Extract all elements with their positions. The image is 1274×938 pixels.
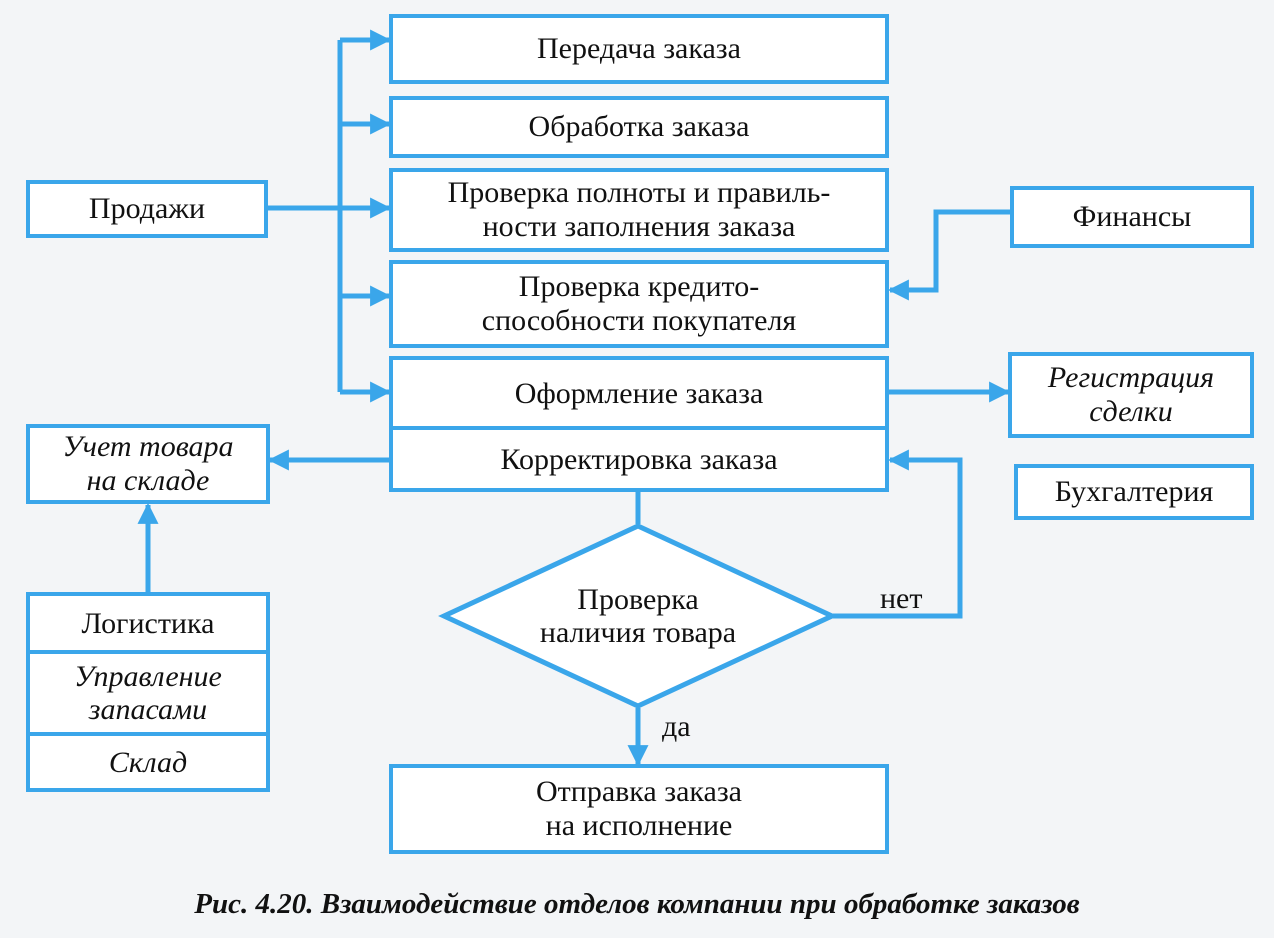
box-proverka-polnoty-line-1: Проверка полноты и правиль- — [447, 176, 831, 210]
decision-label-line-2: наличия товара — [539, 616, 737, 649]
cell-korrektirovka-label: Корректировка заказа — [500, 442, 778, 476]
decision-label-line-1: Проверка — [577, 583, 699, 616]
cell-upravlenie-zapasami: Управление запасами — [30, 654, 266, 736]
box-prodazhi-label: Продажи — [88, 192, 206, 226]
cell-korrektirovka-zakaza: Корректировка заказа — [393, 430, 885, 488]
box-proverka-kreditosposobnosti: Проверка кредито- способности покупателя — [389, 260, 889, 348]
box-obrabotka-zakaza: Обработка заказа — [389, 96, 889, 158]
decision-no-label: нет — [880, 582, 923, 615]
box-prodazhi: Продажи — [26, 180, 268, 238]
box-otpravka-zakaza: Отправка заказа на исполнение — [389, 764, 889, 854]
box-uchet-tovara: Учет товара на складе — [26, 424, 270, 504]
box-logistika-group: Логистика Управление запасами Склад — [26, 592, 270, 792]
box-proverka-polnoty: Проверка полноты и правиль- ности заполн… — [389, 168, 889, 252]
arrow-decision-no — [833, 449, 963, 619]
cell-oformlenie-zakaza: Оформление заказа — [393, 360, 885, 430]
box-finansy: Финансы — [1010, 186, 1254, 248]
cell-upravlenie-line-1: Управление — [74, 660, 222, 693]
box-registraciya-sdelki: Регистрация сделки — [1008, 352, 1254, 438]
box-registraciya-line-2: сделки — [1089, 395, 1173, 428]
box-proverka-kredit-line-1: Проверка кредито- — [518, 270, 760, 304]
caption-number: Рис. 4.20. — [194, 888, 314, 920]
box-buhgalteriya-label: Бухгалтерия — [1054, 475, 1214, 509]
cell-logistika: Логистика — [30, 596, 266, 654]
cell-logistika-label: Логистика — [81, 606, 215, 640]
box-uchet-line-1: Учет товара — [62, 430, 234, 464]
box-peredacha-label: Передача заказа — [537, 32, 741, 66]
caption-text: Взаимодействие отделов компании при обра… — [320, 888, 1080, 920]
box-obrabotka-label: Обработка заказа — [528, 110, 750, 144]
box-uchet-line-2: на складе — [86, 464, 210, 497]
box-otpravka-line-1: Отправка заказа — [535, 775, 742, 809]
decision-yes-label: да — [662, 710, 691, 743]
figure-caption: Рис. 4.20. Взаимодействие отделов компан… — [0, 888, 1274, 921]
cell-sklad: Склад — [30, 736, 266, 788]
decision-diamond — [438, 523, 838, 709]
box-peredacha-zakaza: Передача заказа — [389, 14, 889, 84]
box-finansy-label: Финансы — [1072, 200, 1192, 234]
box-oformlenie-korrektirovka: Оформление заказа Корректировка заказа — [389, 356, 889, 492]
cell-oformlenie-label: Оформление заказа — [514, 376, 764, 410]
arrow-finansy-to-kredit — [887, 209, 1010, 301]
box-proverka-polnoty-line-2: ности заполнения заказа — [482, 210, 796, 243]
box-registraciya-line-1: Регистрация — [1047, 361, 1215, 395]
cell-upravlenie-line-2: запасами — [88, 693, 208, 726]
box-proverka-kredit-line-2: способности покупателя — [481, 304, 797, 337]
box-otpravka-line-2: на исполнение — [545, 809, 733, 842]
box-buhgalteriya: Бухгалтерия — [1014, 464, 1254, 520]
cell-sklad-label: Склад — [108, 745, 188, 779]
decision-label: Проверка наличия товара — [494, 570, 782, 662]
